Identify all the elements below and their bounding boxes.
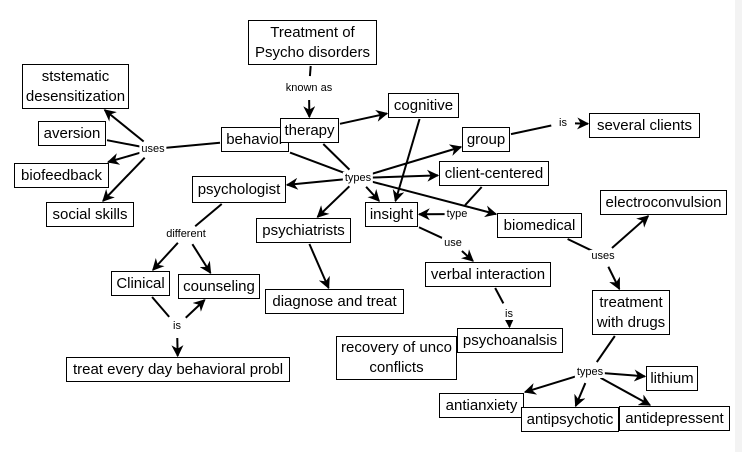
node-social-skills[interactable]: social skills (46, 202, 134, 227)
node-behavior[interactable]: behavior (221, 127, 289, 152)
edge-clinical-to-is2 (151, 296, 170, 318)
link-label-known-as[interactable]: known as (283, 82, 335, 94)
link-label-types[interactable]: types (574, 366, 606, 378)
edge-uses2-to-electroconvulsion (611, 215, 650, 249)
edge-is2-to-counseling (185, 299, 206, 319)
node-client-centered[interactable]: client-centered (439, 161, 549, 186)
node-antipsychotic[interactable]: antipsychotic (521, 407, 619, 432)
edge-types1-to-psychiatrists (316, 185, 351, 218)
node-treatment-of-psycho-disorders[interactable]: Treatment of Psycho disorders (248, 20, 377, 65)
edge-psychologist-to-different (194, 203, 223, 228)
edge-types3-to-antianxiety (523, 374, 579, 395)
edge-different-to-counseling (191, 243, 212, 275)
node-cognitive[interactable]: cognitive (388, 93, 459, 118)
edge-use3-to-verbal (460, 249, 474, 262)
link-label-is[interactable]: is (171, 320, 183, 332)
edge-behavior-to-uses1 (164, 141, 221, 149)
edge-psychiatrists-to-diagnose (308, 243, 330, 290)
node-psychoanalsis[interactable]: psychoanalsis (457, 328, 563, 353)
link-label-type[interactable]: type (444, 208, 470, 220)
node-insight[interactable]: insight (365, 202, 418, 227)
edge-group-to-is1 (510, 124, 552, 136)
node-diagnose-and-treat[interactable]: diagnose and treat (265, 289, 404, 314)
edge-uses1-to-ststematic (103, 109, 145, 143)
node-psychiatrists[interactable]: psychiatrists (256, 218, 351, 243)
edge-therapy-to-types1 (322, 143, 351, 171)
edge-uses1-to-biofeedback (106, 151, 142, 165)
link-label-types[interactable]: types (342, 172, 374, 184)
node-lithium[interactable]: lithium (646, 366, 698, 391)
link-label-is[interactable]: is (557, 117, 569, 129)
edge-therapy-to-cognitive (339, 109, 389, 125)
link-label-is[interactable]: is (503, 308, 515, 320)
node-antidepressent[interactable]: antidepressent (619, 406, 730, 431)
node-counseling[interactable]: counseling (178, 274, 260, 299)
node-aversion[interactable]: aversion (38, 121, 106, 146)
edge-biomedical-to-uses2 (567, 238, 593, 252)
link-label-different[interactable]: different (164, 228, 208, 240)
node-electroconvulsion[interactable]: electroconvulsion (600, 190, 727, 215)
edge-types1-to-clientcentered (369, 169, 440, 182)
link-label-use[interactable]: use (442, 237, 464, 249)
node-treat-every-day-behavioral-probl[interactable]: treat every day behavioral probl (66, 357, 290, 382)
edge-behavior-to-types1 (289, 151, 348, 175)
edge-types1-to-biomedical (369, 180, 498, 218)
node-biofeedback[interactable]: biofeedback (14, 163, 109, 188)
edge-types1-to-group (369, 144, 463, 176)
edge-clientcentered-to-type2 (464, 186, 483, 206)
edge-different-to-clinical (152, 242, 179, 271)
edge-uses1-to-socialskills (102, 156, 146, 202)
scrollbar-strip (735, 0, 742, 452)
edge-uses1-to-aversion (106, 139, 142, 148)
edge-uses2-to-drugs (607, 266, 621, 291)
node-biomedical[interactable]: biomedical (497, 213, 582, 238)
edge-verbal-to-is3 (494, 287, 505, 304)
node-antianxiety[interactable]: antianxiety (439, 393, 524, 418)
node-verbal-interaction[interactable]: verbal interaction (425, 262, 551, 287)
edge-types3-to-antipsychotic (574, 382, 587, 408)
node-several-clients[interactable]: several clients (589, 113, 700, 138)
node-treatment-with-drugs[interactable]: treatment with drugs (592, 290, 670, 335)
edge-treatment-to-knownas (308, 65, 312, 77)
node-psychologist[interactable]: psychologist (192, 176, 286, 203)
link-label-uses[interactable]: uses (589, 250, 617, 262)
edge-types1-to-insight (365, 186, 380, 202)
link-label-uses[interactable]: uses (139, 143, 167, 155)
node-recovery-of-unco-conflicts[interactable]: recovery of unco conflicts (336, 336, 457, 380)
node-group[interactable]: group (462, 127, 510, 152)
edge-types1-to-psychologist (285, 177, 347, 190)
node-clinical[interactable]: Clinical (111, 271, 170, 296)
edge-cognitive-to-insight (392, 118, 421, 203)
edge-drugs-to-types3 (595, 335, 616, 363)
edge-types3-to-lithium (601, 369, 647, 382)
node-therapy[interactable]: therapy (280, 118, 339, 143)
edge-insight-to-use3 (418, 226, 443, 239)
edge-types3-to-antidepressent (600, 376, 652, 406)
node-ststematic-desensitization[interactable]: ststematic desensitization (22, 64, 129, 109)
